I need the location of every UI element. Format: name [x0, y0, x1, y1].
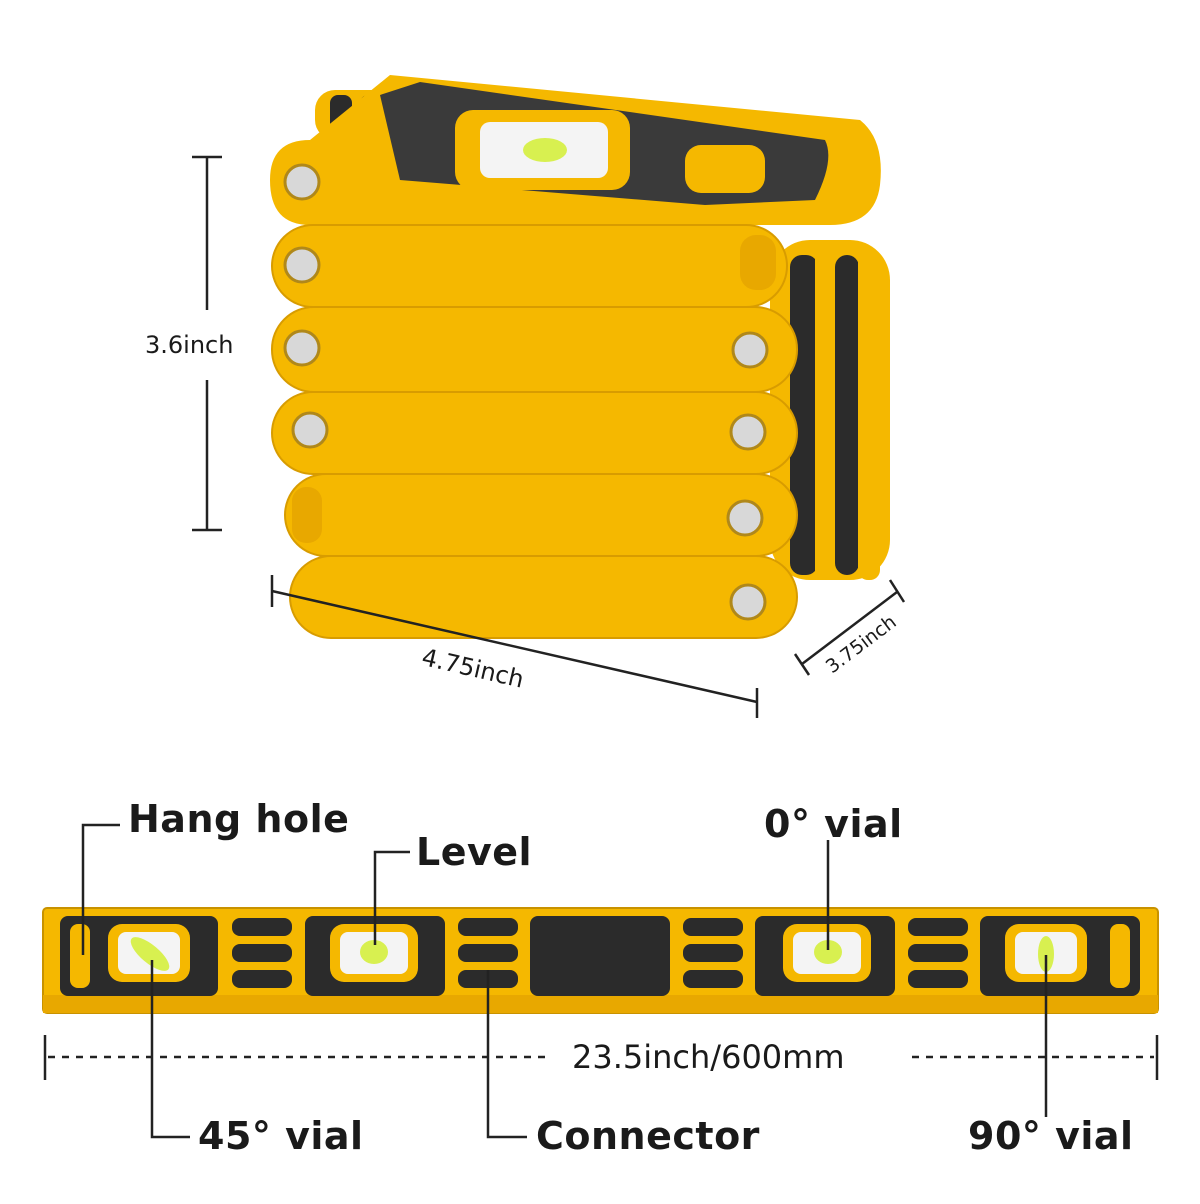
- forty-five-vial-label: 45° vial: [198, 1114, 364, 1158]
- height-label: 3.6inch: [145, 331, 234, 359]
- level-label: Level: [416, 830, 533, 874]
- ninety-vial-label: 90° vial: [968, 1114, 1134, 1158]
- hang-hole-label: Hang hole: [128, 797, 350, 841]
- hinge-stack: [770, 240, 890, 580]
- top-segment: [270, 75, 881, 225]
- width-dimension-line: [270, 575, 759, 718]
- callout-lines: [81, 823, 1048, 1139]
- length-dimension-line: [43, 1035, 1159, 1080]
- depth-dimension-line: [793, 579, 906, 676]
- zero-vial-label: 0° vial: [764, 802, 903, 846]
- unfolded-level-image: [42, 907, 1159, 1014]
- length-label: 23.5inch/600mm: [572, 1038, 845, 1076]
- connector-label: Connector: [536, 1114, 760, 1158]
- bar-segments: [271, 224, 798, 639]
- height-dimension-line: [192, 155, 222, 532]
- folded-level-image: [270, 75, 890, 639]
